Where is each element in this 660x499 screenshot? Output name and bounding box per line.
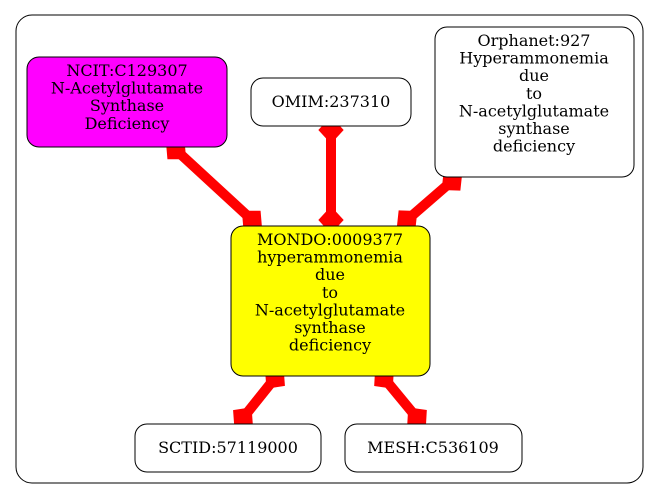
node-label-line: deficiency — [493, 137, 575, 156]
node-label-line: due — [519, 66, 549, 85]
node-label-line: Orphanet:927 — [478, 31, 591, 50]
edge-line — [172, 146, 256, 224]
omim-node-label: OMIM:237310 — [272, 92, 391, 111]
node-label-line: N-Acetylglutamate — [51, 79, 203, 98]
node-label-line: due — [315, 265, 345, 284]
mesh-node-label: MESH:C536109 — [367, 438, 499, 457]
mondo-node-box[interactable] — [230, 225, 431, 377]
node-label-line: NCIT:C129307 — [66, 61, 187, 80]
node-label-line: MONDO:0009377 — [257, 230, 403, 249]
node-sctid[interactable]: SCTID:57119000 — [134, 423, 322, 473]
omim-node-box[interactable] — [250, 77, 412, 127]
node-label-line: OMIM:237310 — [272, 92, 391, 111]
node-label-line: MESH:C536109 — [367, 438, 499, 457]
node-label-line: synthase — [498, 119, 570, 138]
node-label-line: Deficiency — [85, 114, 170, 133]
node-label-line: N-acetylglutamate — [459, 101, 609, 120]
node-label-line: SCTID:57119000 — [158, 438, 298, 457]
mesh-node-box[interactable] — [344, 423, 523, 473]
node-label-line: Hyperammonemia — [459, 49, 609, 68]
node-label-line: Synthase — [90, 96, 164, 115]
ncit-node-box[interactable] — [26, 56, 228, 148]
node-mesh[interactable]: MESH:C536109 — [344, 423, 523, 473]
node-label-line: deficiency — [289, 336, 371, 355]
sctid-node-box[interactable] — [134, 423, 322, 473]
node-label-line: N-acetylglutamate — [255, 300, 405, 319]
node-label-line: to — [526, 84, 542, 103]
node-label-line: hyperammonemia — [257, 248, 403, 267]
node-omim[interactable]: OMIM:237310 — [250, 77, 412, 127]
node-label-line: synthase — [294, 318, 366, 337]
node-label-line: to — [322, 283, 338, 302]
orphanet-node-box[interactable] — [434, 26, 635, 178]
sctid-node-label: SCTID:57119000 — [158, 438, 298, 457]
